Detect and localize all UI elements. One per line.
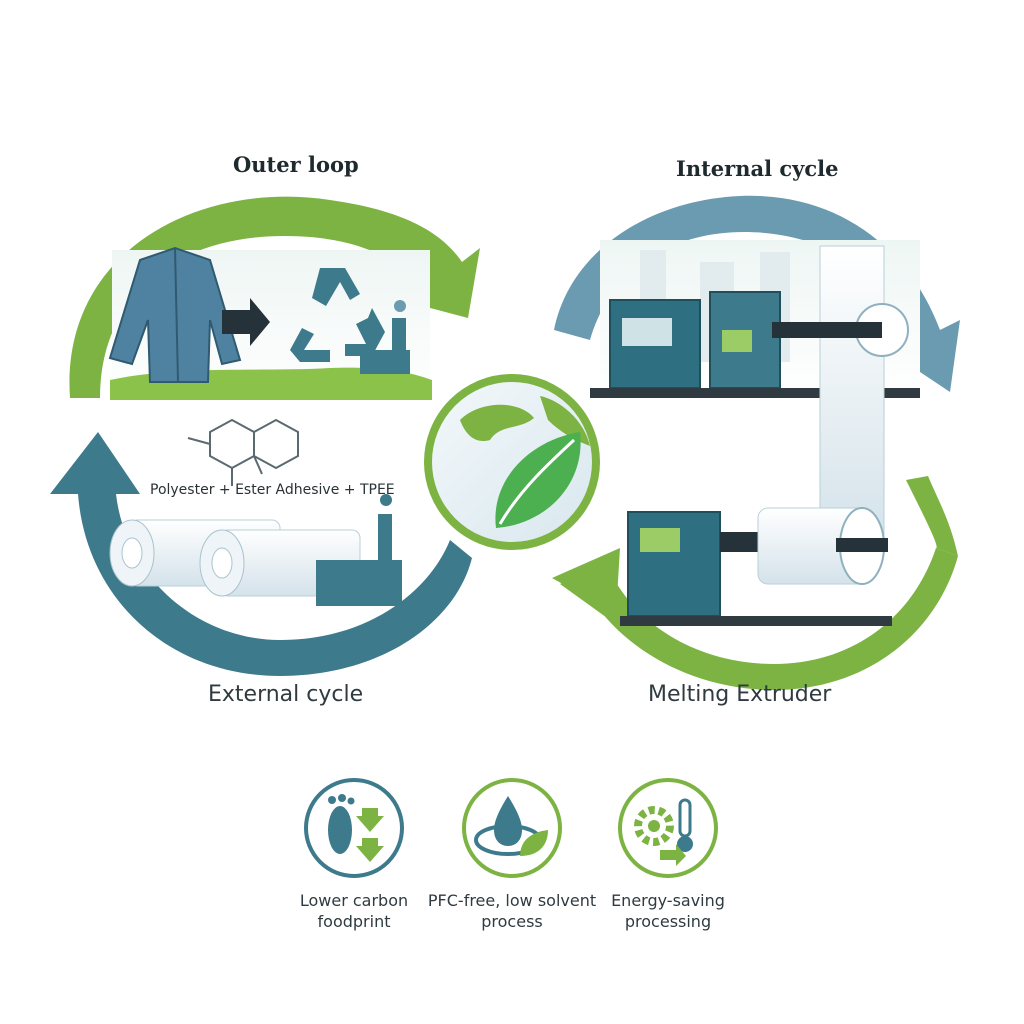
footprint-down-arrows-icon bbox=[328, 794, 384, 862]
jacket-icon bbox=[108, 246, 242, 383]
external-cycle-label: External cycle bbox=[208, 682, 364, 707]
feature-energy-line1: Energy-saving bbox=[611, 891, 725, 910]
leaf-icon bbox=[495, 432, 581, 528]
melting-extruder-arrow bbox=[560, 548, 958, 690]
water-drop-leaf-icon bbox=[474, 796, 548, 856]
feature-pfc bbox=[462, 778, 562, 878]
feature-carbon-line1: Lower carbon bbox=[299, 891, 409, 910]
feature-pfc-line2: process bbox=[481, 912, 543, 931]
globe-leaf-icon bbox=[424, 374, 600, 550]
melting-extruder-label: Melting Extruder bbox=[648, 682, 832, 707]
outer-loop-panel bbox=[69, 196, 481, 400]
external-cycle-arrow bbox=[50, 432, 472, 676]
material-formula-label: Polyester + Ester Adhesive + TPEE bbox=[150, 482, 395, 498]
factory-silhouette bbox=[360, 300, 410, 374]
feature-energy-label: Energy-saving processing bbox=[578, 890, 758, 932]
external-cycle-panel bbox=[50, 418, 472, 676]
feature-energy bbox=[618, 778, 718, 878]
melting-extruder-arrow-tail bbox=[906, 476, 958, 556]
feature-carbon bbox=[304, 778, 404, 878]
feature-carbon-label: Lower carbon foodprint bbox=[264, 890, 444, 932]
right-arrow-icon bbox=[222, 298, 270, 346]
outer-loop-green-arrow bbox=[69, 196, 481, 398]
feature-pfc-label: PFC-free, low solvent process bbox=[422, 890, 602, 932]
extruder-machine bbox=[620, 511, 892, 626]
internal-cycle-panel bbox=[554, 195, 960, 547]
film-roll-bottom bbox=[757, 507, 888, 585]
melting-extruder-panel bbox=[552, 476, 958, 690]
chemical-structure-icon bbox=[187, 418, 299, 486]
feature-pfc-line1: PFC-free, low solvent bbox=[427, 891, 597, 910]
feature-carbon-line2: foodprint bbox=[317, 912, 391, 931]
factory-icon bbox=[316, 494, 402, 606]
internal-cycle-label: Internal cycle bbox=[676, 156, 839, 181]
outer-loop-label: Outer loop bbox=[233, 152, 359, 177]
film-roll-top bbox=[772, 245, 909, 547]
gear-thermometer-icon bbox=[634, 798, 693, 866]
melting-extruder-arrow-head bbox=[552, 548, 620, 614]
feature-energy-line2: processing bbox=[624, 912, 712, 931]
recycle-icon bbox=[290, 268, 385, 362]
shredder-machine bbox=[590, 291, 920, 398]
